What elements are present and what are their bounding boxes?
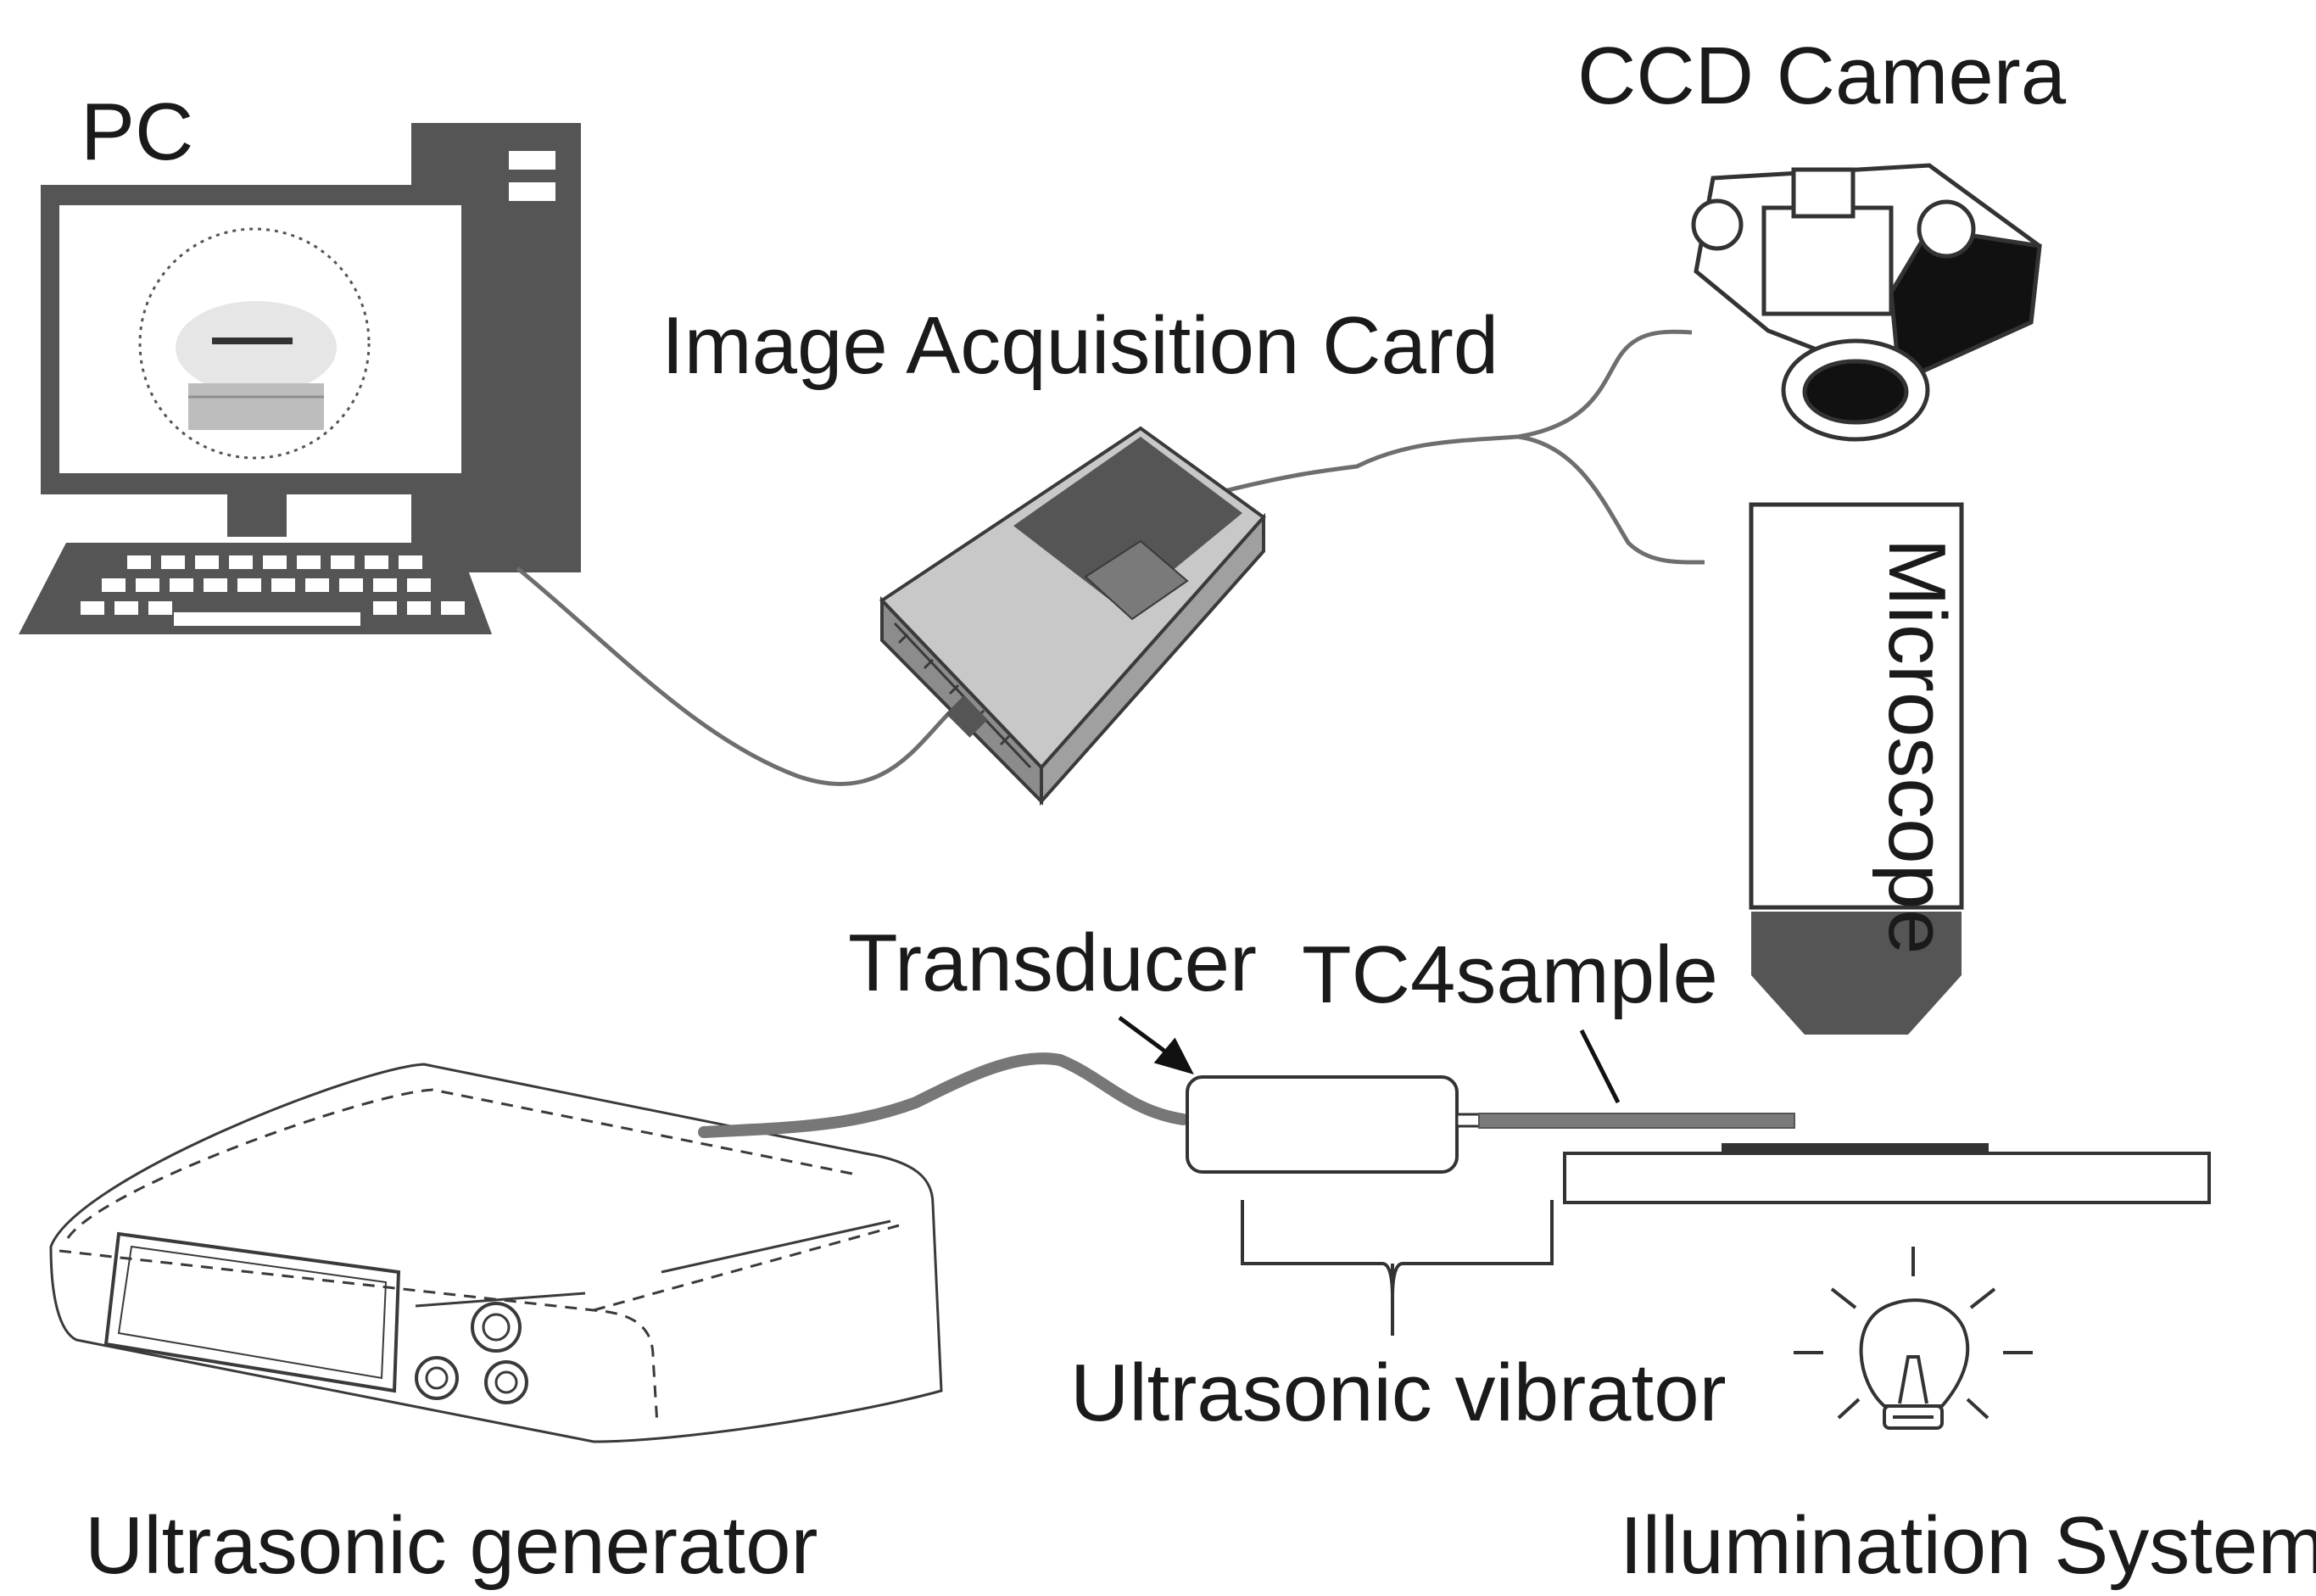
stage-platform [1563,1152,2211,1204]
pointer-arrows [1118,1015,1621,1104]
ultrasonic-generator-icon [49,1063,943,1443]
acquisition-card-icon [879,426,1266,806]
pc-label: PC [81,86,194,177]
ultrasonic-generator-label: Ultrasonic generator [85,1500,818,1591]
transducer-body [1186,1075,1459,1174]
image-acquisition-card-label: Image Acquisition Card [661,300,1499,391]
pc-to-card-cable [516,566,952,786]
camera-cable [1517,329,1693,439]
microscope-cable [1517,434,1705,565]
screen-scale-bar [188,383,324,430]
light-bulb-icon [1794,1247,2033,1430]
data-cables [516,329,1705,786]
pc-icon [19,123,581,634]
ultrasonic-vibrator-assembly [1186,1075,2211,1204]
tc4-arrow [1579,1029,1621,1104]
monitor-stand [227,494,287,537]
ccd-camera-label: CCD Camera [1577,31,2067,121]
generator-cable [698,1052,1189,1138]
drive-bay-2 [509,182,555,201]
sample-specimen [1722,1143,1989,1153]
transducer-label: Transducer [848,918,1257,1008]
keyboard-keys [81,555,465,626]
card-connector-pins [893,622,1032,769]
illumination-system-label: Illumination System [1620,1500,2316,1591]
microscope-icon [1749,502,1964,1035]
vibrator-brace [1241,1200,1554,1298]
microscope-label: Microscope [1872,538,1962,955]
card-to-junction-cable [1220,434,1519,494]
screen-glow [176,301,337,394]
tc4-sample-label: TC4sample [1302,929,1718,1020]
ccd-camera-icon [1691,163,2042,442]
screen-crack-line [212,338,293,344]
ultrasonic-vibrator-label: Ultrasonic vibrator [1070,1348,1727,1438]
drive-bay-1 [509,151,555,170]
tc4-sample-bar [1478,1113,1795,1129]
